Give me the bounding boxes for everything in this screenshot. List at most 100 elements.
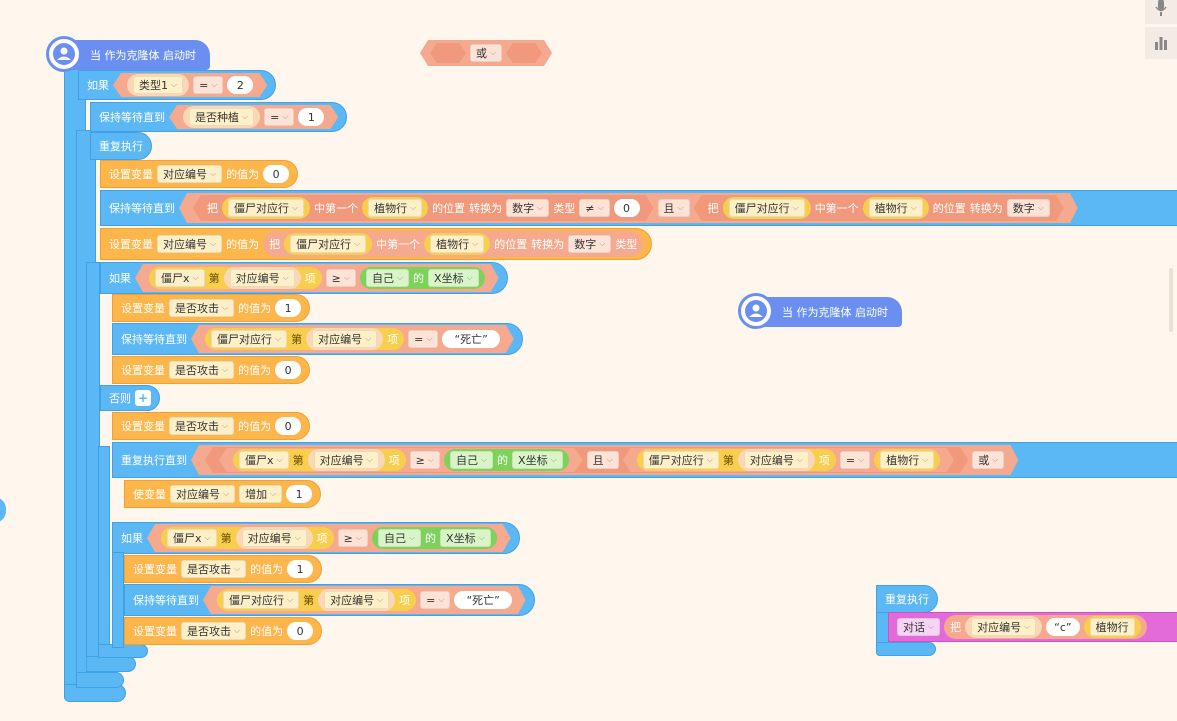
or-operator[interactable]: 僵尸x⌵ 第 对应编号⌵ 项 ≥⌵ 自己⌵ 的 X坐标⌵ 且⌵ 僵尸对应行⌵ 第… <box>191 445 1018 475</box>
variable-reporter[interactable]: 植物行 <box>1083 616 1141 638</box>
text-input[interactable]: “死亡” <box>454 591 511 609</box>
not-equals-operator[interactable]: 把 僵尸对应行⌵ 中第一个 植物行⌵ 的位置 转换为 数字⌵ <box>694 195 1064 221</box>
sprite-dropdown[interactable]: 自己⌵ <box>378 529 421 547</box>
list-item-reporter[interactable]: 僵尸对应行⌵ 第 对应编号⌵ 项 <box>205 328 404 350</box>
sprite-dropdown[interactable]: 自己⌵ <box>366 269 409 287</box>
when-clone-starts-hat[interactable]: 当 作为克隆体 启动时 <box>46 36 210 72</box>
var-dropdown[interactable]: 是否攻击⌵ <box>169 417 235 435</box>
op-dropdown[interactable]: =⌵ <box>193 76 223 94</box>
variable-reporter[interactable]: 对应编号⌵ <box>738 449 815 471</box>
variable-reporter[interactable]: 对应编号⌵ <box>318 589 395 611</box>
list-reporter[interactable]: 僵尸对应行⌵ <box>723 197 811 219</box>
op-dropdown[interactable]: ≥⌵ <box>410 451 440 469</box>
op-dropdown[interactable]: =⌵ <box>264 108 294 126</box>
variable-reporter[interactable]: 对应编号⌵ <box>236 527 313 549</box>
equals-operator[interactable]: 僵尸对应行⌵ 第 对应编号⌵ 项 =⌵ “死亡” <box>191 325 514 353</box>
forever-block[interactable]: 重复执行 <box>90 132 152 160</box>
number-input[interactable]: 0 <box>263 165 290 183</box>
logic-dropdown[interactable]: 且⌵ <box>658 199 690 217</box>
variable-reporter[interactable]: 是否种植⌵ <box>183 106 260 128</box>
list-item-reporter[interactable]: 僵尸x⌵ 第 对应编号⌵ 项 <box>233 449 406 471</box>
number-input[interactable]: 0 <box>614 199 640 217</box>
variable-reporter[interactable]: 对应编号⌵ <box>306 328 383 350</box>
var-dropdown[interactable]: 类型1⌵ <box>133 76 183 94</box>
op-dropdown[interactable]: ≥⌵ <box>326 269 356 287</box>
type-dropdown[interactable]: 数字⌵ <box>506 199 549 217</box>
sprite-dropdown[interactable]: 自己⌵ <box>450 451 493 469</box>
and-operator[interactable]: 僵尸x⌵ 第 对应编号⌵ 项 ≥⌵ 自己⌵ 的 X坐标⌵ 且⌵ 僵尸对应行⌵ 第… <box>205 447 968 473</box>
op-dropdown[interactable]: ≠⌵ <box>579 199 609 217</box>
wait-until-block[interactable]: 保持等待直到 僵尸对应行⌵ 第 对应编号⌵ 项 =⌵ “死亡” <box>112 323 523 355</box>
list-item-reporter[interactable]: 僵尸x⌵ 第 对应编号⌵ 项 <box>161 527 334 549</box>
var-dropdown[interactable]: 是否攻击⌵ <box>169 299 235 317</box>
say-block[interactable]: 对话⌵ 把 对应编号⌵ “c” 植物行 <box>888 612 1177 642</box>
number-input[interactable]: 1 <box>298 108 324 126</box>
variable-reporter[interactable]: 类型1⌵ <box>127 74 189 96</box>
equals-operator[interactable]: 僵尸对应行⌵ 第 对应编号⌵ 项 =⌵ “死亡” <box>203 586 526 614</box>
gte-operator[interactable]: 僵尸x⌵ 第 对应编号⌵ 项 ≥⌵ 自己⌵ 的 X坐标⌵ <box>219 448 583 472</box>
list-dropdown[interactable]: 僵尸对应行⌵ <box>223 591 299 609</box>
var-dropdown[interactable]: 植物行⌵ <box>869 199 923 217</box>
equals-operator[interactable]: 是否种植⌵ =⌵ 1 <box>169 105 338 129</box>
when-clone-starts-hat-2[interactable]: 当 作为克隆体 启动时 <box>738 293 902 329</box>
type-dropdown[interactable]: 数字⌵ <box>568 235 612 253</box>
add-branch-button[interactable]: + <box>135 390 151 406</box>
list-item-reporter[interactable]: 僵尸对应行⌵ 第 对应编号⌵ 项 <box>637 449 836 471</box>
property-dropdown[interactable]: X坐标⌵ <box>512 451 563 469</box>
say-mode-dropdown[interactable]: 对话⌵ <box>897 618 941 636</box>
var-dropdown[interactable]: 对应编号⌵ <box>157 235 223 253</box>
else-section[interactable]: 否则 + <box>100 385 160 411</box>
not-equals-operator[interactable]: 把 僵尸对应行⌵ 中第一个 植物行⌵ 的位置 转换为 数字⌵ 类型 ≠⌵ 0 <box>193 195 654 221</box>
variable-reporter[interactable]: 植物行⌵ <box>424 233 491 255</box>
or-operator-dropdown[interactable]: 或⌵ <box>470 44 502 62</box>
gte-operator[interactable]: 僵尸x⌵ 第 对应编号⌵ 项 ≥⌵ 自己⌵ 的 X坐标⌵ <box>135 264 499 292</box>
variable-reporter[interactable]: 对应编号⌵ <box>965 616 1043 638</box>
or-operator-block[interactable]: 或⌵ <box>420 40 552 66</box>
set-variable-block[interactable]: 设置变量 是否攻击⌵ 的值为 0 <box>112 356 311 384</box>
variable-reporter[interactable]: 对应编号⌵ <box>224 267 301 289</box>
set-variable-block[interactable]: 设置变量 对应编号⌵ 的值为 把 僵尸对应行⌵ 中第一个 植物行⌵ 的位置 转换… <box>100 228 653 260</box>
position-reporter[interactable]: 把 僵尸对应行⌵ 中第一个 植物行⌵ 的位置 转换为 数字⌵ 类型 <box>263 231 644 257</box>
equals-operator[interactable]: 僵尸对应行⌵ 第 对应编号⌵ 项 =⌵ 植物行⌵ <box>623 448 955 472</box>
number-input[interactable]: 1 <box>275 299 302 317</box>
empty-bool-slot[interactable] <box>506 43 542 63</box>
var-dropdown[interactable]: 植物行⌵ <box>368 199 422 217</box>
var-dropdown[interactable]: 对应编号⌵ <box>744 451 809 469</box>
gte-operator[interactable]: 僵尸x⌵ 第 对应编号⌵ 项 ≥⌵ 自己⌵ 的 X坐标⌵ <box>147 524 511 552</box>
if-else-block[interactable]: 如果 僵尸x⌵ 第 对应编号⌵ 项 ≥⌵ 自己⌵ 的 X坐标⌵ <box>100 262 508 294</box>
repeat-until-block[interactable]: 重复执行直到 僵尸x⌵ 第 对应编号⌵ 项 ≥⌵ 自己⌵ 的 X坐标⌵ 且⌵ <box>112 442 1177 478</box>
number-input[interactable]: 0 <box>275 361 302 379</box>
number-input[interactable]: 1 <box>287 560 314 578</box>
join-reporter[interactable]: 把 对应编号⌵ “c” 植物行 <box>944 615 1147 639</box>
list-dropdown[interactable]: 僵尸x⌵ <box>239 451 289 469</box>
property-dropdown[interactable]: X坐标⌵ <box>440 529 491 547</box>
var-dropdown[interactable]: 对应编号⌵ <box>170 485 236 503</box>
forever-block-2[interactable]: 重复执行 <box>876 585 938 613</box>
list-dropdown[interactable]: 僵尸x⌵ <box>155 269 205 287</box>
number-input[interactable]: 2 <box>227 76 253 94</box>
text-input[interactable]: “死亡” <box>442 330 499 348</box>
var-dropdown[interactable]: 对应编号⌵ <box>312 330 377 348</box>
logic-dropdown[interactable]: 或⌵ <box>972 451 1004 469</box>
list-dropdown[interactable]: 僵尸对应行⌵ <box>729 199 805 217</box>
and-operator[interactable]: 把 僵尸对应行⌵ 中第一个 植物行⌵ 的位置 转换为 数字⌵ 类型 ≠⌵ 0 且… <box>179 193 1078 223</box>
wait-until-block[interactable]: 保持等待直到 是否种植⌵ =⌵ 1 <box>90 102 348 132</box>
if-block[interactable]: 如果 僵尸x⌵ 第 对应编号⌵ 项 ≥⌵ 自己⌵ 的 X坐标⌵ <box>112 522 520 554</box>
list-item-reporter[interactable]: 僵尸对应行⌵ 第 对应编号⌵ 项 <box>217 589 416 611</box>
var-dropdown[interactable]: 植物行⌵ <box>880 451 934 469</box>
var-dropdown[interactable]: 对应编号⌵ <box>971 618 1037 636</box>
op-dropdown[interactable]: =⌵ <box>420 591 450 609</box>
sensing-reporter[interactable]: 自己⌵ 的 X坐标⌵ <box>444 449 569 471</box>
var-dropdown[interactable]: 对应编号⌵ <box>242 529 307 547</box>
var-dropdown[interactable]: 对应编号⌵ <box>324 591 389 609</box>
var-dropdown[interactable]: 是否攻击⌵ <box>181 622 247 640</box>
list-dropdown[interactable]: 僵尸对应行⌵ <box>290 235 367 253</box>
list-dropdown[interactable]: 僵尸对应行⌵ <box>211 330 287 348</box>
sensing-reporter[interactable]: 自己⌵ 的 X坐标⌵ <box>372 527 497 549</box>
property-dropdown[interactable]: X坐标⌵ <box>428 269 479 287</box>
number-input[interactable]: 0 <box>275 417 302 435</box>
op-dropdown[interactable]: =⌵ <box>408 330 438 348</box>
set-variable-block[interactable]: 设置变量 是否攻击⌵ 的值为 1 <box>112 294 311 322</box>
set-variable-block[interactable]: 设置变量 是否攻击⌵ 的值为 0 <box>112 412 311 440</box>
list-dropdown[interactable]: 僵尸x⌵ <box>167 529 217 547</box>
